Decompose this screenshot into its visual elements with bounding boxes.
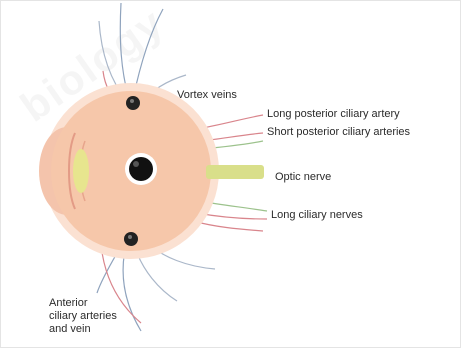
long-ciliary-nerves-line-3 <box>193 221 263 231</box>
pupil-highlight <box>133 161 139 167</box>
label-anterior-line-3: and vein <box>49 323 149 336</box>
label-anterior-line-1: Anterior <box>49 297 149 310</box>
vortex-vein-bottom-highlight <box>128 235 132 239</box>
vortex-vein-top-highlight <box>130 99 134 103</box>
label-short-posterior-ciliary-arteries: Short posterior ciliary arteries <box>267 126 410 139</box>
label-optic-nerve: Optic nerve <box>275 171 331 184</box>
vortex-vein-bottom <box>124 232 138 246</box>
optic-nerve <box>206 165 264 179</box>
pupil <box>129 157 153 181</box>
label-vortex-veins: Vortex veins <box>177 89 237 102</box>
lens <box>73 149 89 193</box>
vortex-vein-top <box>126 96 140 110</box>
label-long-posterior-ciliary-artery: Long posterior ciliary artery <box>267 108 400 121</box>
label-anterior-line-2: ciliary arteries <box>49 310 149 323</box>
label-long-ciliary-nerves: Long ciliary nerves <box>271 209 363 222</box>
label-anterior-ciliary-arteries-and-vein: Anterior ciliary arteries and vein <box>49 297 149 336</box>
